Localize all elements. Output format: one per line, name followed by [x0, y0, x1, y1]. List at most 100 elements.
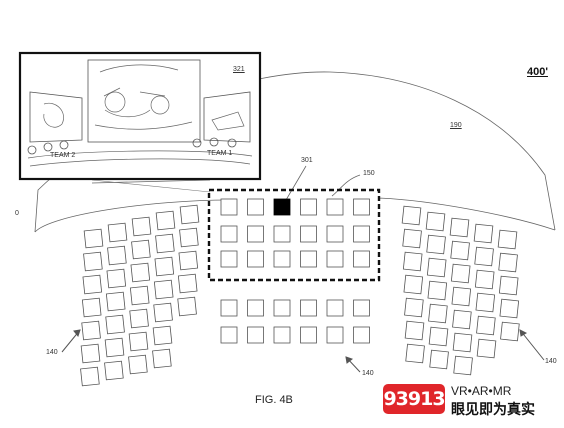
seat: [428, 326, 449, 347]
seat: [403, 274, 424, 295]
watermark: 93913 VR•AR•MR 眼见即为真实: [383, 384, 555, 418]
seat: [353, 225, 370, 243]
seat: [427, 280, 448, 301]
seat: [326, 198, 344, 216]
inset-view: [18, 51, 262, 181]
watermark-slogan: 眼见即为真实: [451, 402, 535, 418]
seat: [177, 296, 197, 317]
seat: [326, 326, 344, 344]
figure-id: 400': [527, 66, 548, 78]
seat: [83, 228, 104, 249]
inset-left-screen: [29, 91, 83, 143]
selection-frame: [207, 188, 381, 282]
seat: [104, 337, 125, 358]
seat: [476, 315, 496, 336]
seat: [107, 222, 128, 243]
seat: [353, 326, 370, 344]
seat: [179, 227, 199, 248]
screen-outline-inner: [34, 199, 231, 233]
projection-ray: [91, 179, 211, 193]
seat: [220, 326, 238, 344]
leader-150: [331, 174, 361, 197]
seat: [452, 332, 473, 353]
seat: [154, 256, 175, 277]
seat: [128, 354, 148, 375]
seat: [428, 303, 448, 324]
seat: [499, 298, 520, 319]
seat: [497, 229, 518, 250]
watermark-logo: 93913: [383, 384, 446, 414]
seat: [106, 268, 127, 289]
seat: [453, 355, 473, 376]
seat: [130, 262, 151, 283]
seat: [425, 211, 446, 232]
seat: [177, 273, 198, 294]
seat: [80, 343, 101, 364]
seat: [247, 198, 264, 216]
seat: [353, 250, 370, 268]
seat: [220, 299, 238, 317]
seat: [131, 239, 151, 260]
label-seat-group-left: 140: [46, 349, 58, 356]
seat: [220, 225, 238, 243]
seat: [273, 225, 291, 243]
seat: [498, 252, 518, 273]
seat: [273, 326, 291, 344]
label-edge-fragment: 0: [15, 210, 19, 217]
seat: [247, 250, 264, 268]
seat: [247, 225, 264, 243]
seat: [353, 198, 370, 216]
inset-team-left-label: TEAM 2: [50, 152, 76, 159]
seat: [153, 302, 173, 323]
seat: [128, 331, 149, 352]
seat: [353, 299, 370, 317]
seat: [476, 338, 497, 359]
seat: [273, 250, 291, 268]
seat-groups: [80, 198, 520, 387]
seat: [178, 250, 199, 271]
leader-301: [285, 165, 307, 201]
seat: [474, 269, 495, 290]
seat: [155, 233, 175, 254]
seat: [426, 257, 447, 278]
seat: [402, 228, 422, 249]
inset-team-right-label: TEAM 1: [207, 150, 233, 157]
seat: [81, 297, 102, 318]
seat: [247, 299, 264, 317]
seat: [449, 217, 470, 238]
seat: [105, 291, 126, 312]
inset-avatar: [27, 145, 37, 155]
seat: [220, 198, 238, 216]
seat: [450, 240, 470, 261]
seat: [300, 326, 317, 344]
seat: [326, 250, 344, 268]
seat: [451, 286, 472, 307]
seat: [498, 275, 519, 296]
seat: [300, 250, 317, 268]
seat: [129, 308, 149, 329]
seat: [104, 360, 124, 381]
seat: [273, 299, 291, 317]
label-seat-group-right: 140: [545, 358, 557, 365]
seat: [220, 250, 238, 268]
screen-outline-right: [377, 197, 556, 231]
seat: [500, 321, 520, 342]
label-selected-seat: 301: [301, 157, 313, 164]
seat: [247, 326, 264, 344]
inset-right-screen: [203, 91, 251, 143]
label-screen: 190: [450, 122, 462, 129]
seat: [80, 366, 100, 387]
seat: [475, 292, 496, 313]
seat: [426, 234, 446, 255]
seat: [473, 223, 494, 244]
seat: [452, 309, 472, 330]
arrow-right: [519, 329, 545, 361]
seat: [326, 225, 344, 243]
seat: [131, 216, 152, 237]
seat: [404, 320, 425, 341]
label-inset: 321: [233, 66, 245, 73]
seat: [450, 263, 471, 284]
seat: [300, 198, 317, 216]
selected-seat: [273, 198, 291, 216]
watermark-tagline: VR•AR•MR: [451, 384, 512, 398]
